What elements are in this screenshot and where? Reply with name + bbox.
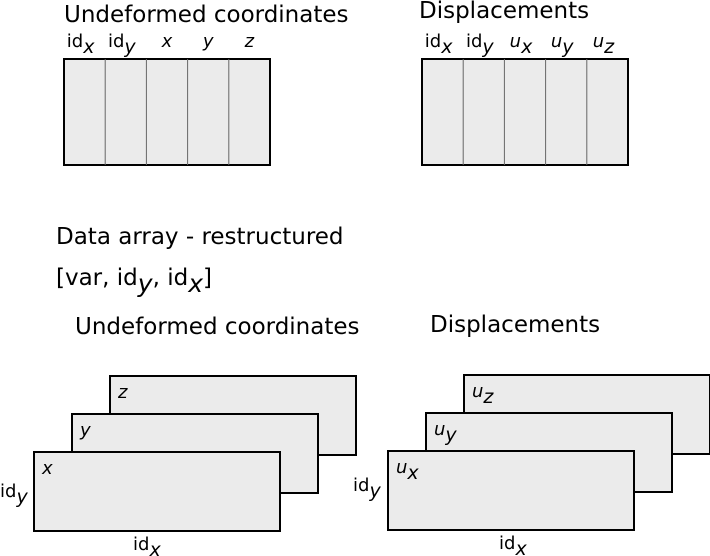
column-header: y <box>202 31 214 52</box>
layer-label: uz <box>472 381 494 408</box>
column-axis-label: idx <box>499 533 527 556</box>
displacements-table-title: Displacements <box>419 0 589 24</box>
stack-layer <box>387 450 635 531</box>
column-header: z <box>244 31 255 52</box>
layer-label: uy <box>434 419 457 446</box>
undeformed-table-title: Undeformed coordinates <box>64 2 349 28</box>
column-header: idx <box>67 31 95 58</box>
undeformed-stack-title: Undeformed coordinates <box>75 314 360 340</box>
layer-label: y <box>79 420 91 441</box>
row-axis-label: idy <box>0 481 28 508</box>
column-header: uy <box>551 31 574 58</box>
column-header: idy <box>466 31 494 58</box>
table-frame <box>421 58 629 166</box>
restructured-heading: Data array - restructured <box>56 224 344 250</box>
layer-label: z <box>117 382 128 403</box>
column-header: x <box>161 31 173 52</box>
array-shape-label: [var, idy, idx] <box>56 265 212 298</box>
layer-label: ux <box>396 457 419 484</box>
column-header: uz <box>593 31 615 58</box>
displacements-table <box>421 58 629 166</box>
undeformed-table <box>63 58 271 166</box>
column-header: idx <box>425 31 453 58</box>
layer-label: x <box>41 458 53 479</box>
table-frame <box>63 58 271 166</box>
stack-layer <box>33 451 281 532</box>
column-header: idy <box>108 31 136 58</box>
column-axis-label: idx <box>133 534 161 556</box>
row-axis-label: idy <box>353 475 381 502</box>
column-header: ux <box>510 31 533 58</box>
displacements-stack-title: Displacements <box>430 312 600 338</box>
